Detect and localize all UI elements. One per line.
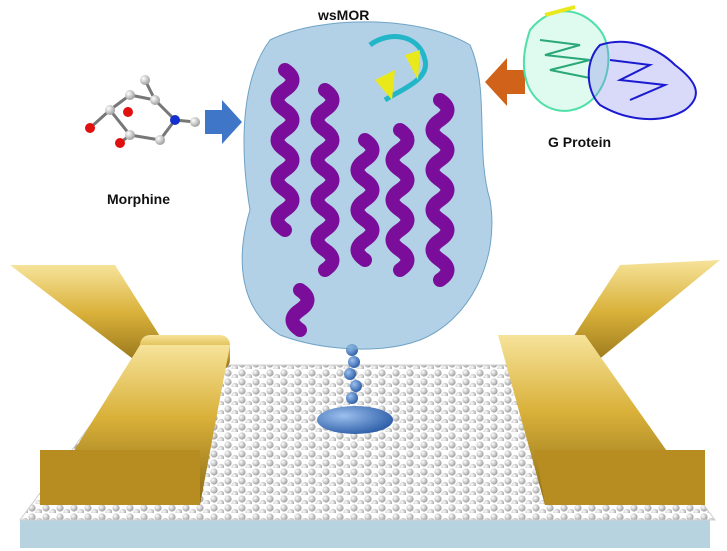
substrate	[20, 520, 710, 548]
g-protein-label: G Protein	[548, 134, 612, 150]
morphine-label: Morphine	[107, 191, 170, 207]
right-gold-electrode	[498, 260, 720, 505]
g-protein-structure	[522, 5, 697, 121]
left-gold-electrode	[10, 265, 230, 505]
wsmor-label: wsMOR	[318, 7, 370, 23]
transmembrane-helices	[270, 63, 455, 337]
morphine-molecule	[85, 75, 200, 148]
protein-loops	[368, 34, 428, 103]
morphine-binding-arrow-icon	[205, 100, 242, 144]
g-protein-binding-arrow-icon	[485, 58, 525, 106]
